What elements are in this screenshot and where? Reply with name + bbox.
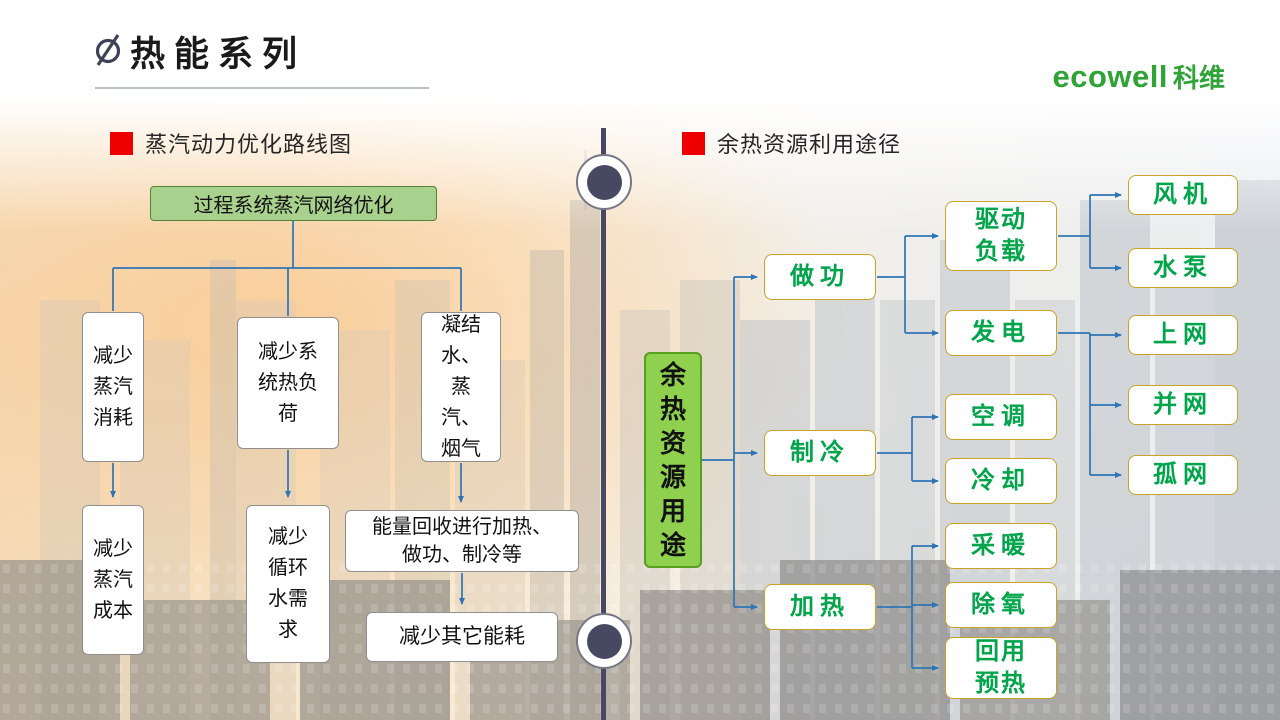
node-refrigeration: 制冷 — [764, 430, 876, 476]
divider-dot-bottom-inner — [586, 623, 622, 659]
right-section-heading-text: 余热资源利用途径 — [717, 132, 902, 157]
node-waste-heat-resource-uses: 余热资源用途 — [644, 352, 702, 568]
brand-logo-text: ecowell — [1052, 59, 1168, 94]
node-heating: 加热 — [764, 584, 876, 630]
node-reduce-other-energy-use: 减少其它能耗 — [366, 612, 558, 662]
brand-logo-cn: 科维 — [1172, 63, 1225, 93]
node-space-heating: 采暖 — [945, 523, 1057, 569]
red-bullet-icon — [110, 131, 133, 155]
node-steam-network-optimization: 过程系统蒸汽网络优化 — [150, 186, 437, 221]
red-bullet-icon — [682, 131, 705, 155]
node-reduce-circulating-water-demand: 减少循环水需求 — [246, 505, 330, 663]
divider-dot-bottom — [576, 613, 632, 669]
node-reduce-steam-cost: 减少蒸汽成本 — [82, 505, 144, 655]
node-cooling: 冷却 — [945, 458, 1057, 504]
node-do-work: 做功 — [764, 254, 876, 300]
node-energy-recovery: 能量回收进行加热、做功、制冷等 — [345, 510, 579, 572]
node-drive-load: 驱动负载 — [945, 201, 1057, 271]
center-divider-line — [601, 128, 606, 720]
node-to-grid: 上网 — [1128, 315, 1238, 355]
node-fan: 风机 — [1128, 175, 1238, 215]
divider-dot-top-inner — [586, 164, 622, 200]
node-reduce-system-heat-load: 减少系统热负荷 — [237, 317, 339, 449]
circle-slash-icon — [95, 34, 121, 66]
left-section-heading: 蒸汽动力优化路线图 — [110, 127, 352, 159]
title-underline — [95, 87, 429, 89]
node-condensate-steam-fluegas: 凝结水、蒸汽、烟气 — [421, 312, 501, 462]
node-reuse-preheat: 回用预热 — [945, 637, 1057, 699]
node-deaeration: 除氧 — [945, 582, 1057, 628]
right-section-heading: 余热资源利用途径 — [682, 127, 901, 159]
divider-dot-top — [576, 154, 632, 210]
node-grid-tied: 并网 — [1128, 385, 1238, 425]
node-reduce-steam-consumption: 减少蒸汽消耗 — [82, 312, 144, 462]
node-air-conditioning: 空调 — [945, 394, 1057, 440]
node-power-generation: 发电 — [945, 310, 1057, 356]
page-title: 热能系列 — [130, 35, 307, 74]
left-section-heading-text: 蒸汽动力优化路线图 — [145, 132, 353, 157]
node-water-pump: 水泵 — [1128, 248, 1238, 288]
node-island-grid: 孤网 — [1128, 455, 1238, 495]
